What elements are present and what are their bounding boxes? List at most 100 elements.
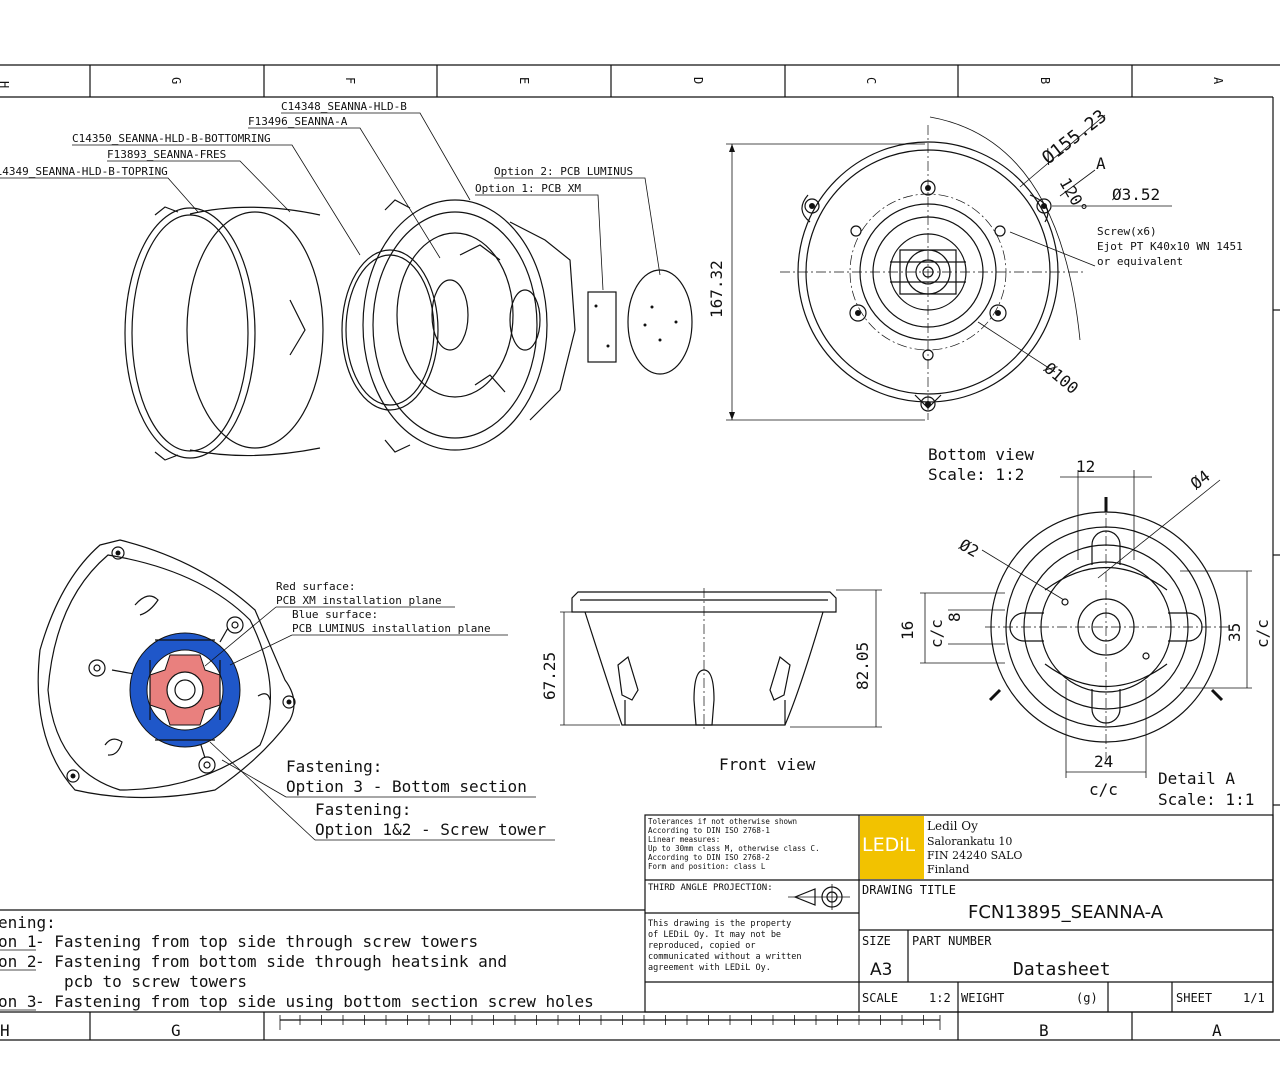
ledil-logo-text: LEDiL — [862, 834, 915, 856]
property-line: communicated without a written — [648, 952, 802, 962]
company-name: Ledil Oy — [927, 819, 978, 833]
scale-label: SCALE — [862, 991, 898, 1005]
ledil-logo — [860, 816, 924, 879]
callout-bottomring: C14350_SEANNA-HLD-B-BOTTOMRING — [72, 132, 271, 145]
note-option3-text: - Fastening from top side using bottom s… — [35, 992, 594, 1011]
fasten3-text: Option 3 - Bottom section — [286, 777, 527, 796]
dim-cc-right: c/c — [1253, 619, 1272, 648]
screw-note-1: Screw(x6) — [1097, 225, 1157, 238]
company-country: Finland — [927, 863, 969, 876]
zone-label: F — [343, 77, 357, 84]
callout-pcb-luminus: Option 2: PCB LUMINUS — [494, 165, 633, 178]
property-line: of LEDiL Oy. It may not be — [648, 930, 781, 940]
red-plane-label: PCB XM installation plane — [276, 594, 442, 607]
weight-label: WEIGHT — [961, 991, 1004, 1005]
callout-topring: C14349_SEANNA-HLD-B-TOPRING — [0, 165, 168, 178]
dim-cc-bottom: c/c — [1089, 780, 1118, 799]
dim-35: 35 — [1225, 623, 1244, 642]
iso-view: Red surface: PCB XM installation plane B… — [37, 539, 555, 841]
property-line: This drawing is the property — [648, 919, 791, 929]
company-address: Salorankatu 10 — [927, 835, 1012, 848]
screw-note-2: Ejot PT K40x10 WN 1451 — [1097, 240, 1243, 253]
dim-6725: 67.25 — [540, 652, 559, 700]
tolerance-line: Up to 30mm class M, otherwise class C. — [648, 844, 820, 853]
notes-heading: ening: — [0, 913, 56, 932]
note-option2-text: - Fastening from bottom side through hea… — [35, 952, 507, 971]
fasten12-title: Fastening: — [315, 800, 411, 819]
sheet-value: 1/1 — [1243, 991, 1265, 1005]
part-number: Datasheet — [1013, 959, 1111, 980]
fastening-notes: ening: on 1 - Fastening from top side th… — [0, 909, 645, 1011]
dim-8205: 82.05 — [853, 642, 872, 690]
drawing-title: FCN13895_SEANNA-A — [968, 902, 1164, 923]
screw-note-3: or equivalent — [1097, 255, 1183, 268]
bottom-view-scale: Scale: 1:2 — [928, 465, 1024, 484]
title-block: Tolerances if not otherwise shown Accord… — [644, 814, 1274, 1013]
sheet-label: SHEET — [1176, 991, 1212, 1005]
tolerance-line: Form and position: class L — [648, 862, 766, 871]
dim-inner-diameter: Ø100 — [1040, 359, 1082, 398]
bottom-view-title: Bottom view — [928, 445, 1034, 464]
size-value: A3 — [870, 960, 892, 980]
datum-a: A — [1096, 154, 1106, 173]
zone-label: A — [1212, 1021, 1222, 1040]
dim-hole-diameter: Ø3.52 — [1112, 185, 1160, 204]
property-line: agreement with LEDiL Oy. — [648, 963, 771, 973]
dim-24: 24 — [1094, 752, 1113, 771]
drawing-title-label: DRAWING TITLE — [862, 883, 956, 897]
tolerance-line: According to DIN ISO 2768-1 — [648, 826, 770, 835]
zone-label: A — [1211, 77, 1225, 85]
blue-surface-label: Blue surface: — [292, 608, 378, 621]
note-option3-label: on 3 — [0, 992, 37, 1011]
callout-holder-b: C14348_SEANNA-HLD-B — [281, 100, 407, 113]
drawing-frame — [0, 64, 1280, 1041]
dim-d2: Ø2 — [956, 535, 982, 561]
dim-height-16732: 167.32 — [707, 260, 726, 318]
dim-16: 16 — [898, 621, 917, 640]
zone-letters-top: H G F E D C B A — [0, 77, 1225, 88]
zone-label: B — [1039, 1021, 1049, 1040]
part-number-label: PART NUMBER — [912, 934, 992, 948]
zone-label: D — [691, 77, 705, 84]
note-option2-label: on 2 — [0, 952, 37, 971]
zone-label: C — [864, 77, 878, 84]
zone-label: G — [171, 1021, 181, 1040]
zone-label: G — [169, 77, 183, 84]
dim-angle: 120° — [1056, 175, 1092, 218]
exploded-view: C14348_SEANNA-HLD-B F13496_SEANNA-A C143… — [0, 100, 693, 461]
front-view: 67.25 82.05 Front view — [540, 588, 882, 774]
fasten12-text: Option 1&2 - Screw tower — [315, 820, 547, 839]
note-option2-text2: pcb to screw towers — [64, 972, 247, 991]
zone-label: E — [517, 77, 531, 84]
callout-seanna-a: F13496_SEANNA-A — [248, 115, 348, 128]
front-view-title: Front view — [719, 755, 816, 774]
blue-plane-label: PCB LUMINUS installation plane — [292, 622, 491, 635]
company-city: FIN 24240 SALO — [927, 849, 1022, 862]
note-option1-label: on 1 — [0, 932, 37, 951]
callout-pcb-xm: Option 1: PCB XM — [475, 182, 581, 195]
fasten3-title: Fastening: — [286, 757, 382, 776]
dim-cc-left: c/c — [927, 619, 946, 648]
red-surface-label: Red surface: — [276, 580, 355, 593]
zone-label: B — [1038, 77, 1052, 84]
zone-label: H — [0, 1021, 10, 1040]
tolerance-line: Tolerances if not otherwise shown — [648, 817, 797, 826]
dim-d4: Ø4 — [1187, 466, 1214, 493]
tolerance-line: Linear measures: — [648, 835, 720, 844]
note-option1-text: - Fastening from top side through screw … — [35, 932, 478, 951]
tolerance-line: According to DIN ISO 2768-2 — [648, 853, 770, 862]
third-angle-projection-symbol — [788, 884, 850, 910]
bottom-view: 167.32 Ø155.23 120° A Ø3.52 Ø100 Screw(x… — [707, 106, 1243, 484]
zone-label: H — [0, 81, 11, 88]
dim-12: 12 — [1076, 457, 1095, 476]
zone-letters-bottom: H G B A — [0, 1021, 1222, 1040]
dim-8: 8 — [945, 612, 964, 622]
property-line: reproduced, copied or — [648, 941, 755, 951]
scale-value: 1:2 — [929, 991, 951, 1005]
weight-unit: (g) — [1076, 991, 1098, 1005]
detail-a-title: Detail A — [1158, 769, 1235, 788]
size-label: SIZE — [862, 934, 891, 948]
detail-a-view: 12 Ø4 Ø2 16 8 c/c 35 c/c 24 c/c Detail A… — [898, 457, 1272, 809]
